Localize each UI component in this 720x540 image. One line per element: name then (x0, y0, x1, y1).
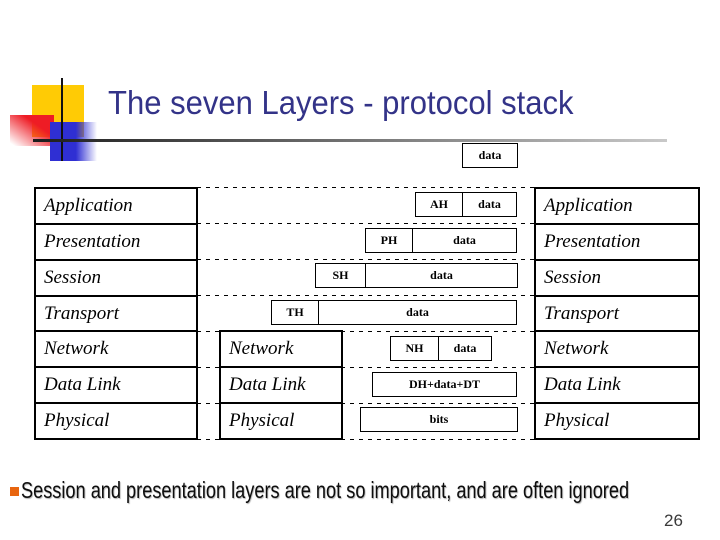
layer-transport: Transport (36, 297, 196, 333)
data-box-top: data (462, 143, 518, 168)
dashed-line-5 (197, 331, 534, 332)
pdu-th-data: data (406, 305, 429, 319)
pdu-box-ph: PH data (365, 228, 517, 253)
pdu-ah-header: AH (416, 193, 463, 216)
decoration-vertical-line (61, 78, 63, 161)
layer-data-link: Data Link (536, 368, 698, 405)
layer-session: Session (536, 261, 698, 297)
layer-physical: Physical (44, 410, 110, 432)
pdu-sh-header: SH (316, 264, 366, 287)
dashed-line-3 (197, 259, 534, 260)
pdu-ah-data: data (478, 197, 501, 211)
dashed-line-8 (197, 439, 534, 440)
pdu-box-ah: AH data (415, 192, 517, 217)
data-box-top-label: data (478, 148, 502, 162)
pdu-bits-label: bits (429, 412, 449, 426)
pdu-nh-header: NH (391, 337, 439, 360)
pdu-box-th: TH data (271, 300, 517, 325)
dashed-line-7 (197, 403, 534, 404)
layer-network: Network (221, 332, 341, 368)
pdu-box-nh: NH data (390, 336, 492, 361)
dashed-line-6 (197, 367, 534, 368)
pdu-nh-data: data (453, 341, 477, 355)
page-number: 26 (664, 511, 683, 530)
layer-application: Application (36, 189, 196, 225)
layer-network: Network (36, 332, 196, 369)
bullet-square-icon (10, 487, 19, 496)
pdu-box-dh: DH+data+DT (372, 372, 517, 397)
pdu-dh-label: DH+data+DT (408, 377, 480, 391)
pdu-box-bits: bits (360, 407, 518, 432)
layer-session: Session (36, 261, 196, 297)
osi-stack-left: Application Presentation Session Transpo… (34, 187, 198, 440)
dashed-line-4 (197, 295, 534, 296)
layer-presentation: Presentation (36, 225, 196, 261)
pdu-ph-header: PH (366, 229, 413, 252)
osi-stack-middle: Network Data Link Physical (219, 330, 343, 440)
dashed-line-2 (197, 223, 534, 224)
footer-note: Session and presentation layers are not … (21, 477, 630, 503)
layer-presentation: Presentation (536, 225, 698, 261)
pdu-ph-data: data (453, 233, 476, 247)
layer-application: Application (536, 189, 698, 225)
layer-data-link: Data Link (221, 368, 341, 404)
pdu-box-sh: SH data (315, 263, 518, 288)
slide-title: The seven Layers - protocol stack (108, 84, 574, 121)
pdu-sh-data: data (430, 268, 453, 282)
dashed-line-1 (197, 187, 534, 188)
layer-data-link: Data Link (36, 368, 196, 405)
osi-stack-right: Application Presentation Session Transpo… (534, 187, 700, 440)
layer-physical: Physical (229, 410, 295, 431)
layer-network: Network (536, 332, 698, 369)
pdu-th-header: TH (272, 301, 319, 324)
layer-physical: Physical (544, 410, 610, 432)
title-underline-rule (33, 139, 667, 142)
layer-transport: Transport (536, 297, 698, 333)
